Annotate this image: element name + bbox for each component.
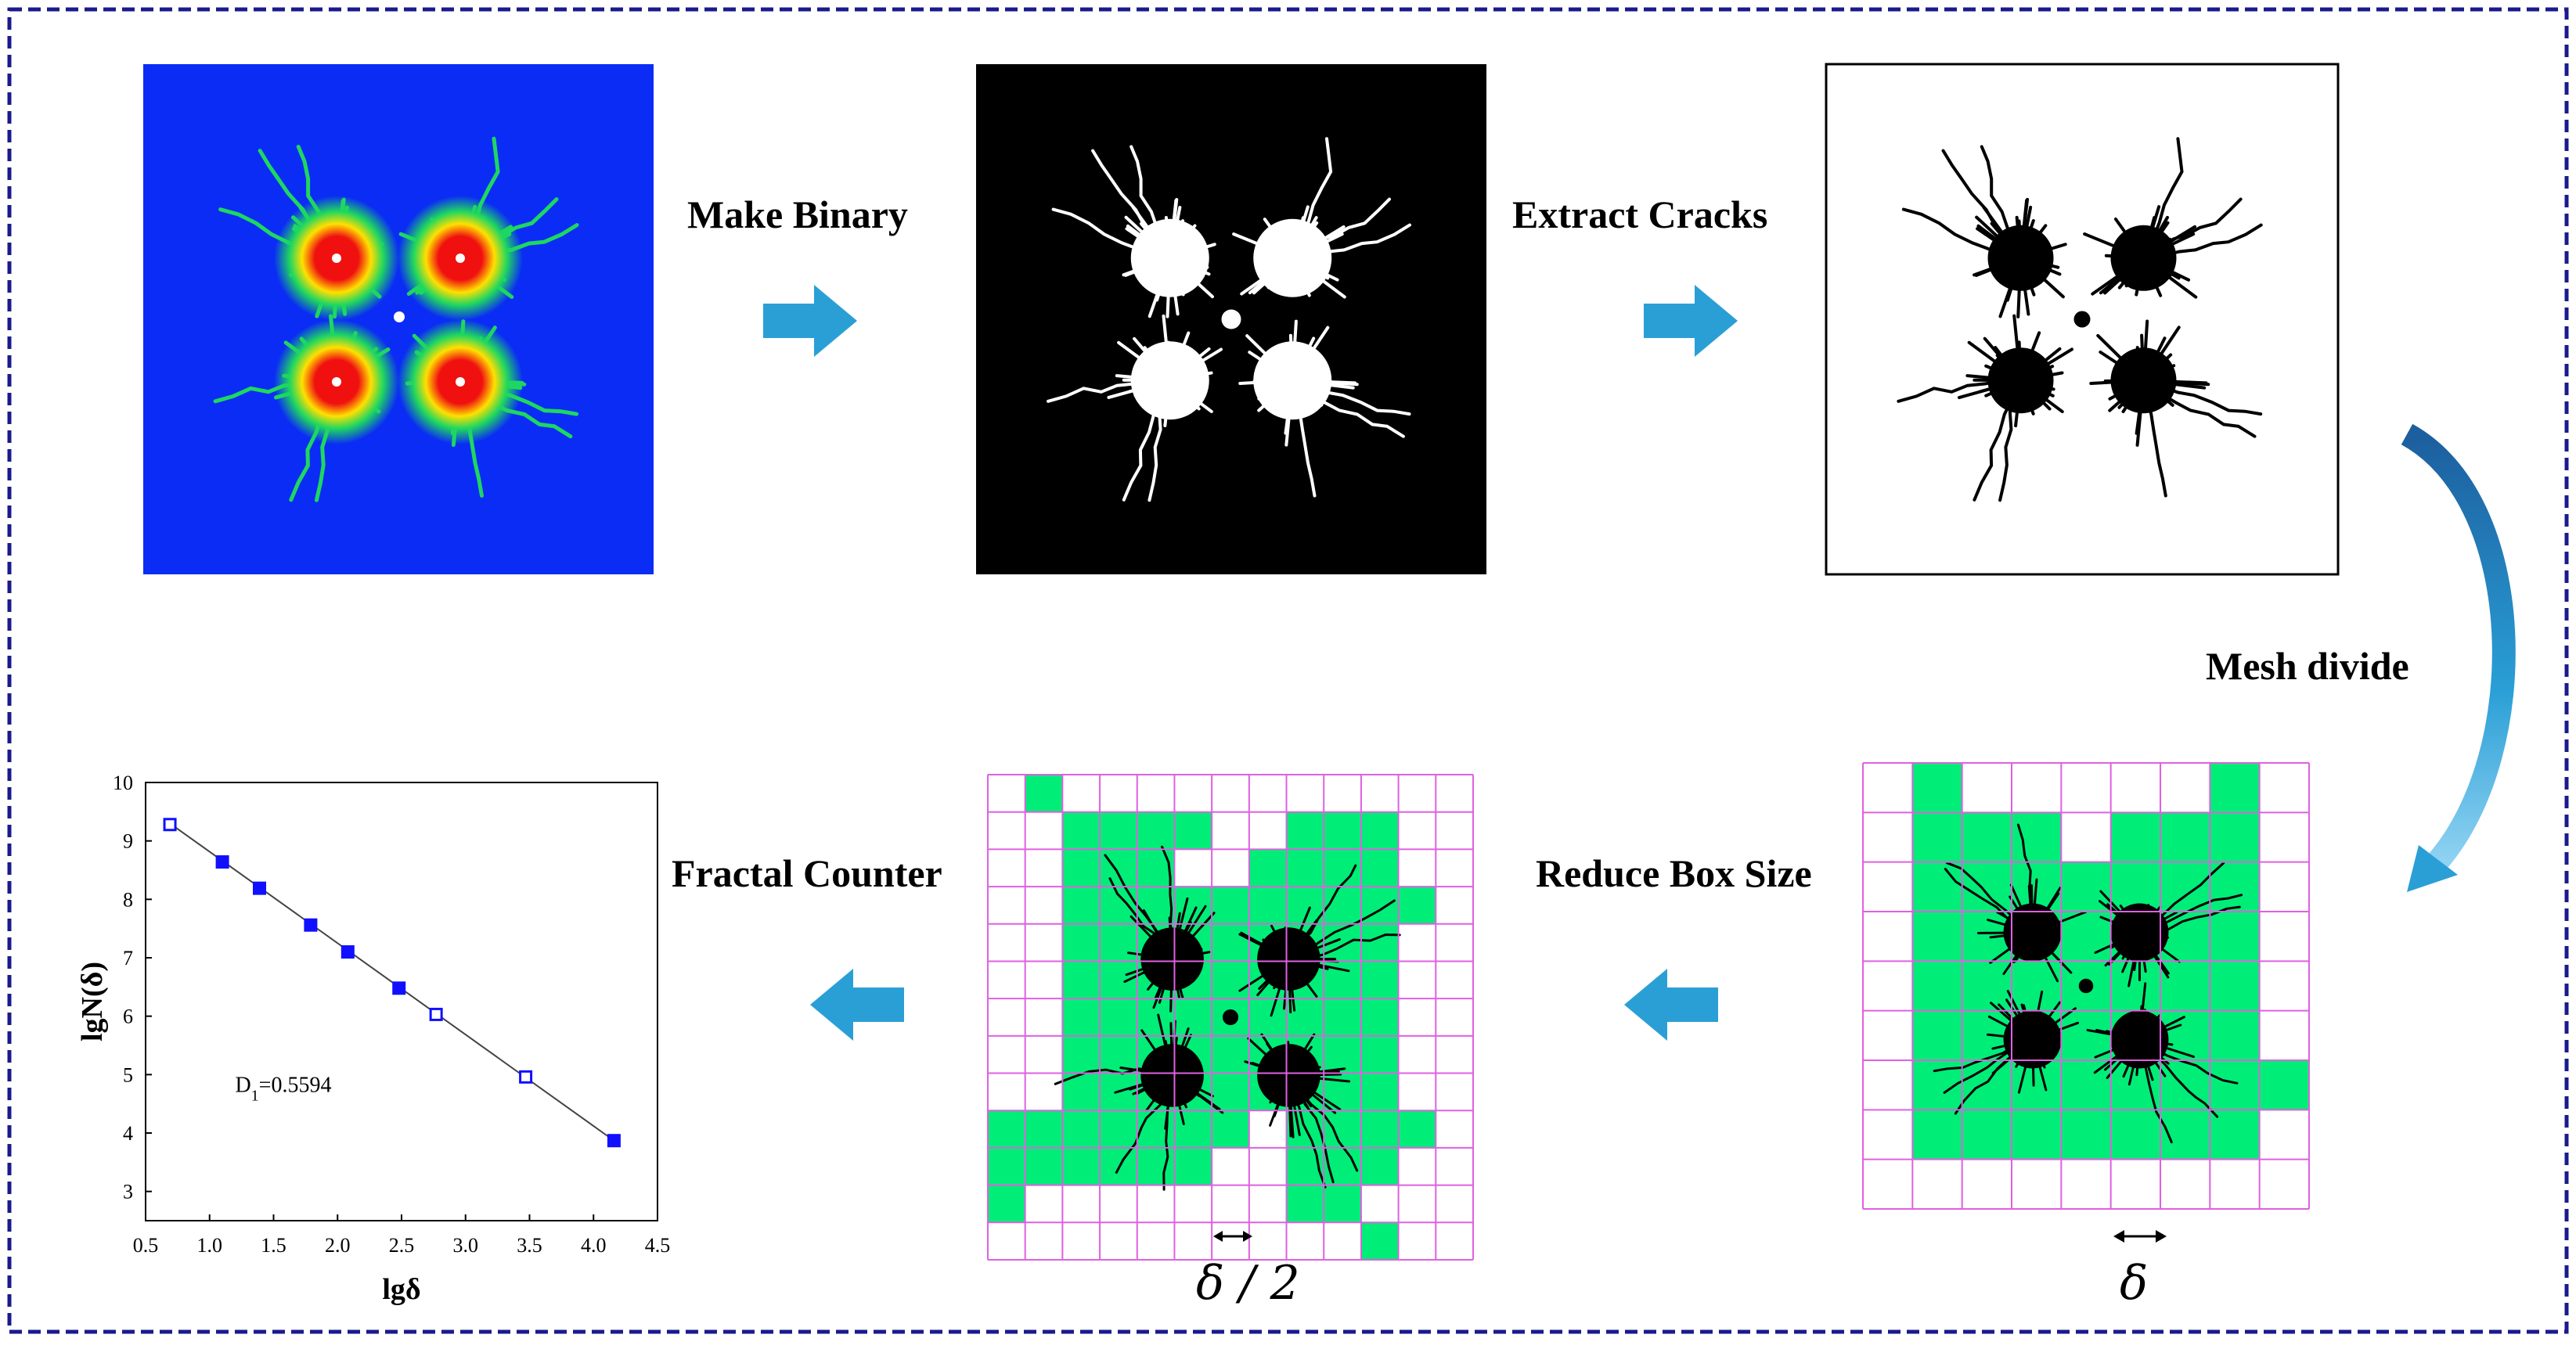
extracted-cracks-image	[1825, 63, 2340, 576]
label-mesh-divide: Mesh divide	[2206, 644, 2409, 688]
simulation-image	[143, 64, 654, 574]
arrow-extract-cracks	[1644, 285, 1738, 357]
data-point	[163, 818, 177, 832]
y-tick-label: 6	[123, 1005, 133, 1028]
x-axis-title: lgδ	[382, 1273, 420, 1306]
y-axis-title: lgN(δ)	[76, 962, 109, 1041]
label-fractal-counter: Fractal Counter	[672, 851, 942, 895]
arrow-reduce-box-size	[1624, 969, 1718, 1041]
half-delta-size-arrow	[1213, 1231, 1252, 1242]
x-tick-label: 2.0	[325, 1234, 351, 1257]
label-delta: δ	[2120, 1256, 2149, 1311]
mesh-grid-delta	[1862, 762, 2310, 1243]
label-make-binary: Make Binary	[687, 192, 908, 236]
data-point	[607, 1134, 621, 1148]
label-extract-cracks: Extract Cracks	[1512, 192, 1768, 236]
arrow-fractal-counter	[810, 969, 904, 1041]
outer-frame	[7, 7, 2569, 1334]
label-half-delta: δ / 2	[1196, 1256, 1300, 1311]
arrow-mesh-divide	[2401, 423, 2516, 892]
data-point	[215, 855, 229, 869]
mesh-grid-half-delta	[987, 774, 1474, 1261]
y-tick-label: 4	[123, 1122, 133, 1145]
chart-plot-area	[145, 782, 658, 1221]
x-tick-label: 1.0	[197, 1234, 223, 1257]
fit-line	[169, 822, 614, 1142]
data-point	[340, 945, 355, 959]
binary-image	[976, 64, 1486, 574]
x-tick-label: 2.5	[389, 1234, 415, 1257]
fractal-dimension-chart: 0.5 1.0 1.5 2.0 2.5 3.0 3.5 4.0 4.5 3 4 5 6 7 8 9 10 lgδ l…	[76, 772, 670, 1306]
arrow-make-binary	[763, 285, 857, 357]
y-tick-label: 5	[123, 1063, 133, 1086]
x-tick-label: 3.0	[453, 1234, 479, 1257]
x-tick-label: 3.5	[517, 1234, 542, 1257]
x-tick-label: 0.5	[133, 1234, 159, 1257]
data-point	[429, 1007, 443, 1021]
x-tick-label: 4.0	[581, 1234, 607, 1257]
y-tick-label: 3	[123, 1181, 133, 1203]
delta-size-arrow	[2113, 1230, 2167, 1243]
y-tick-label: 8	[123, 888, 133, 911]
data-point	[392, 981, 406, 995]
data-point	[519, 1070, 533, 1084]
data-point	[304, 918, 318, 932]
label-reduce-box-size: Reduce Box Size	[1536, 851, 1812, 895]
y-tick-label: 10	[113, 772, 133, 794]
x-tick-label: 4.5	[645, 1234, 671, 1257]
y-tick-label: 9	[123, 830, 133, 853]
data-point	[253, 881, 267, 895]
x-tick-label: 1.5	[261, 1234, 286, 1257]
y-tick-label: 7	[123, 947, 133, 969]
fractal-dimension-annotation: D1=0.5594	[235, 1074, 331, 1105]
